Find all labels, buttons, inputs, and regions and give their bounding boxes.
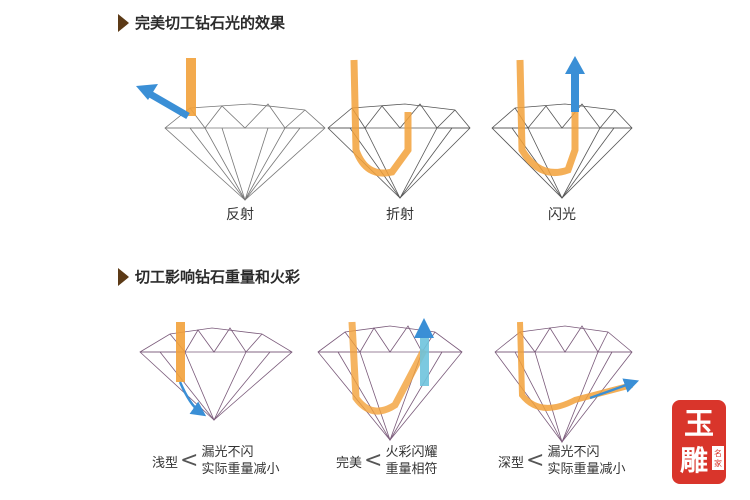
section-title-cut-impact: 切工影响钻石重量和火彩: [118, 266, 300, 287]
cut-type: 完美: [336, 455, 363, 471]
arrow-head-icon: [136, 84, 158, 100]
leaking-light-arrow: [589, 378, 640, 400]
cut-weight: 实际重量减小: [547, 462, 626, 477]
diamond-shallow-cut: [139, 327, 293, 421]
diamond-refraction: [327, 103, 471, 199]
refracted-light-path: [350, 59, 412, 177]
brilliance-light-path: [516, 59, 579, 176]
cut-weight: 实际重量减小: [201, 462, 280, 477]
brace-icon: <: [526, 448, 545, 473]
cut-effect: 火彩闪耀: [385, 445, 438, 460]
label-ideal-cut: 完美 < 火彩闪耀 重量相符: [336, 444, 437, 478]
caption-refraction: 折射: [386, 207, 414, 223]
reflected-light-arrow: [148, 90, 190, 120]
diamond-deep-cut: [494, 325, 633, 444]
svg-text:名: 名: [714, 448, 722, 458]
svg-text:雕: 雕: [680, 444, 708, 477]
cut-effect: 漏光不闪: [547, 445, 600, 460]
diamond-brilliance: [491, 103, 633, 199]
brace-icon: <: [180, 448, 199, 473]
brace-icon: <: [364, 448, 383, 473]
exit-light-beam: [420, 336, 429, 386]
diamond-ideal-cut: [317, 325, 463, 442]
label-shallow-cut: 浅型 < 漏光不闪 实际重量减小: [152, 444, 279, 478]
cut-weight: 重量相符: [385, 462, 438, 477]
caption-reflection: 反射: [226, 207, 254, 223]
svg-text:玉: 玉: [684, 407, 714, 442]
brand-logo: 玉 雕 名 家: [668, 398, 730, 486]
caption-brilliance: 闪光: [548, 207, 576, 223]
title-marker-icon: [118, 13, 129, 32]
section-title-text: 完美切工钻石光的效果: [135, 14, 286, 32]
section-title-light-effect: 完美切工钻石光的效果: [118, 12, 285, 33]
arrow-head-icon: [414, 318, 434, 338]
diamond-reflection: [164, 103, 326, 201]
exit-light-arrow: [571, 72, 579, 112]
cut-type: 浅型: [152, 455, 179, 471]
deep-light-path: [517, 321, 633, 411]
svg-text:家: 家: [714, 458, 722, 468]
cut-effect: 漏光不闪: [201, 445, 254, 460]
title-marker-icon: [118, 267, 129, 286]
arrow-head-icon: [565, 56, 585, 74]
leaking-light-arrow: [178, 381, 207, 417]
label-deep-cut: 深型 < 漏光不闪 实际重量减小: [498, 444, 625, 478]
logo-seal-icon: 玉 雕 名 家: [672, 400, 726, 484]
ideal-light-path: [348, 321, 428, 415]
section-title-text: 切工影响钻石重量和火彩: [135, 268, 301, 286]
cut-type: 深型: [498, 455, 525, 471]
incoming-light-beam: [176, 322, 185, 382]
incoming-light-beam: [186, 58, 196, 116]
